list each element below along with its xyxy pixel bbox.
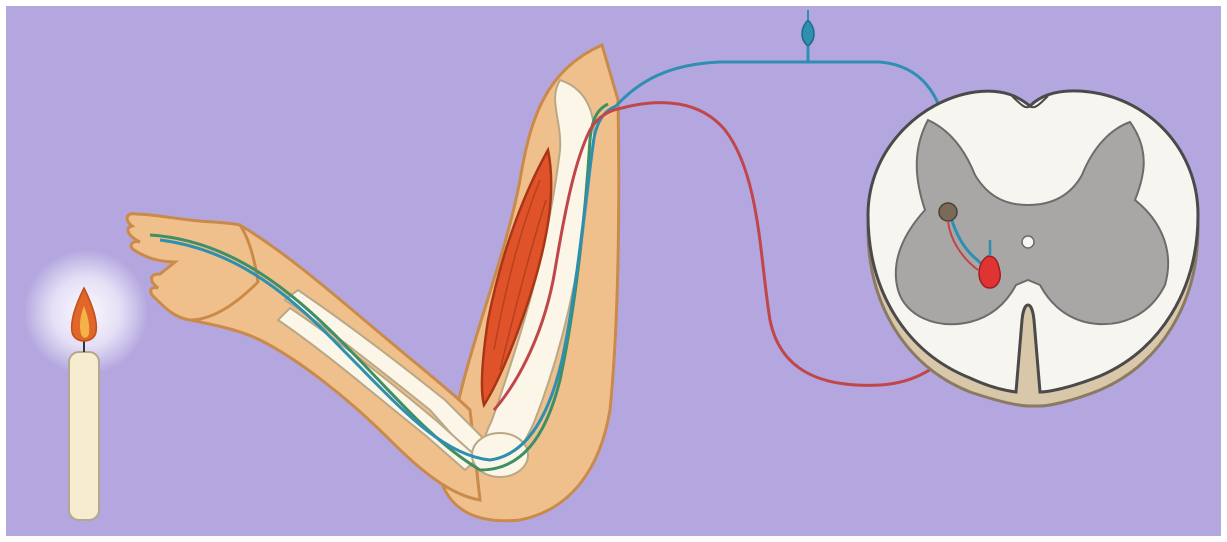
central-canal — [1022, 236, 1034, 248]
spinal-cord-cross-section-icon — [868, 91, 1198, 406]
motor-neuron-cell-body — [979, 256, 1000, 288]
candle-body — [69, 352, 99, 520]
interneuron-cell-body — [939, 203, 957, 221]
